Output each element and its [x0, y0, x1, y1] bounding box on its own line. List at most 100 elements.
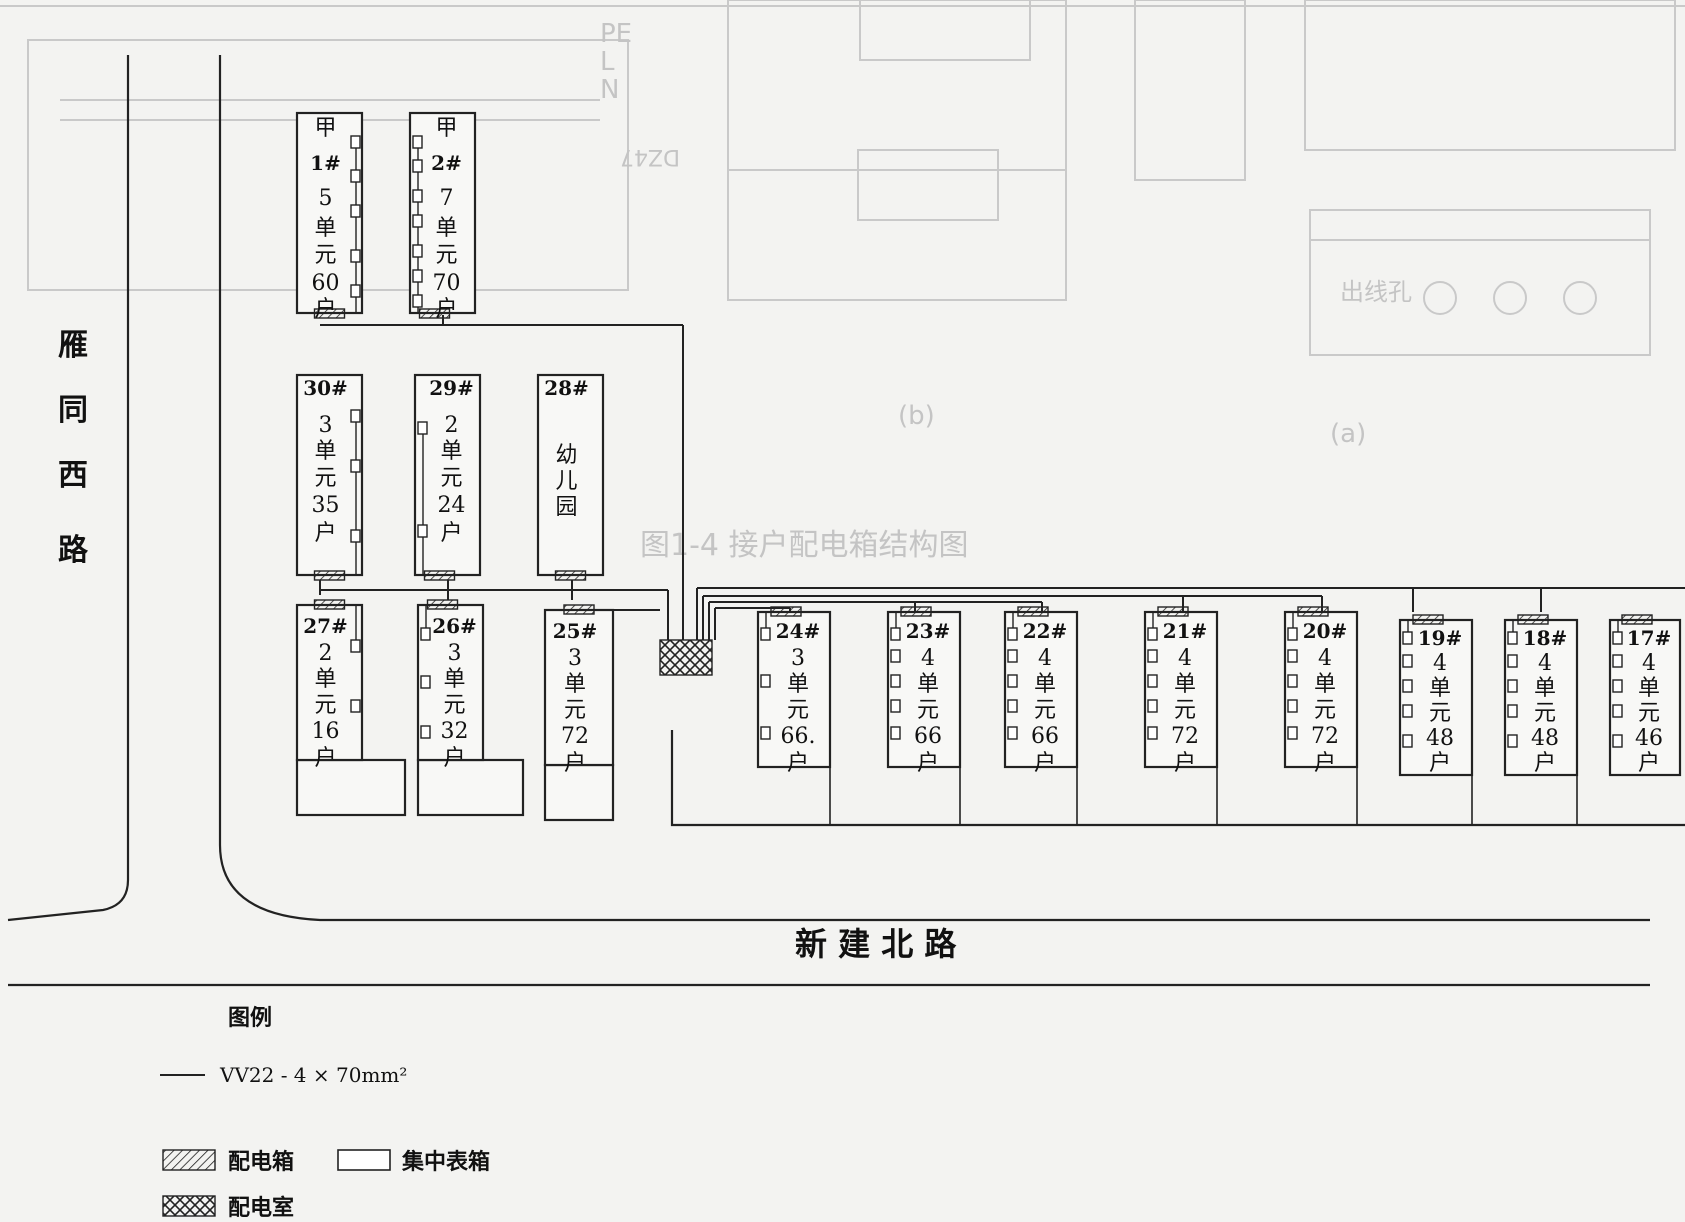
- meter-box: [1007, 649, 1018, 663]
- meter-box: [1612, 704, 1623, 718]
- building-label-line: 单: [1534, 676, 1556, 701]
- building-label-line: 27#: [303, 614, 348, 638]
- building-label-line: 元: [917, 698, 939, 723]
- meter-box: [412, 294, 423, 308]
- meter-box: [1147, 649, 1158, 663]
- building-label-line: 2: [445, 413, 459, 438]
- distribution-box: [313, 570, 346, 581]
- building-outline: [1503, 618, 1579, 777]
- distribution-room: [659, 639, 713, 676]
- distribution-box: [1297, 606, 1329, 617]
- building-label-line: 户: [1034, 751, 1056, 776]
- meter-box: [1147, 627, 1158, 641]
- meter-box: [1007, 699, 1018, 713]
- meter-box: [890, 674, 901, 688]
- meter-box: [1402, 679, 1413, 693]
- building-label-line: 32: [441, 719, 469, 744]
- building-label-line: 儿: [555, 469, 577, 494]
- building-label-line: 5: [319, 186, 333, 211]
- legend-cable-label: VV22 - 4 × 70mm²: [219, 1063, 407, 1087]
- meter-box: [890, 649, 901, 663]
- meter-box: [350, 284, 361, 298]
- meter-box: [1612, 654, 1623, 668]
- building-label-line: 单: [435, 216, 457, 241]
- building-label-line: 70: [433, 271, 461, 296]
- building-label-line: 48: [1426, 726, 1454, 751]
- meter-box: [1612, 734, 1623, 748]
- meter-box: [412, 244, 423, 258]
- ghost-label-a: (a): [1330, 419, 1366, 449]
- building-label-line: 24#: [776, 619, 821, 643]
- building-label-line: 72: [1311, 724, 1339, 749]
- meter-box: [417, 524, 428, 538]
- meter-box: [1507, 654, 1518, 668]
- meter-box: [412, 214, 423, 228]
- distribution-box: [1621, 614, 1653, 625]
- building-label-line: 户: [1174, 751, 1196, 776]
- building-label-line: 66: [1031, 724, 1059, 749]
- meter-box: [417, 421, 428, 435]
- meter-box: [890, 699, 901, 713]
- building-label-line: 3: [448, 641, 462, 666]
- building-label-line: 单: [1638, 676, 1660, 701]
- building-label-line: 甲: [314, 116, 336, 141]
- ghost-label-pe: PE: [600, 19, 632, 49]
- building-label-line: 23#: [906, 619, 951, 643]
- building-label-line: 单: [564, 672, 586, 697]
- building-wing: [295, 758, 407, 817]
- meter-box: [412, 159, 423, 173]
- building-label-line: 60: [312, 271, 340, 296]
- meter-box: [1507, 734, 1518, 748]
- building-label-line: 4: [1538, 651, 1552, 676]
- meter-box: [350, 409, 361, 423]
- building-label-line: 25#: [553, 619, 598, 643]
- meter-box: [1507, 704, 1518, 718]
- ghost-label-n: N: [600, 75, 619, 105]
- building-wing: [543, 763, 615, 822]
- distribution-box: [563, 604, 595, 615]
- building-label-line: 66.: [781, 724, 816, 749]
- building-label-line: 户: [917, 751, 939, 776]
- distribution-box: [1157, 606, 1189, 617]
- meter-box: [1402, 654, 1413, 668]
- building-outline: [543, 608, 615, 767]
- building-label-line: 元: [440, 466, 462, 491]
- building-label-line: 户: [1429, 751, 1451, 776]
- building-label-line: 户: [564, 751, 586, 776]
- building-label-line: 4: [1038, 646, 1052, 671]
- ghost-label-b: (b): [898, 401, 935, 431]
- legend-distribution-box-label: 配电箱: [228, 1149, 294, 1175]
- legend-distribution-room-label: 配电室: [228, 1195, 294, 1221]
- meter-box: [1007, 627, 1018, 641]
- building-label-line: 3: [791, 646, 805, 671]
- building-label-line: 元: [1314, 698, 1336, 723]
- meter-box: [350, 699, 361, 713]
- building-label-line: 48: [1531, 726, 1559, 751]
- building-outline: [413, 373, 482, 577]
- meter-box: [1612, 679, 1623, 693]
- legend-distribution-room-swatch: [162, 1195, 216, 1217]
- road-west-char-3: 西: [58, 458, 88, 493]
- ghost-label-lock: 出线孔: [1340, 278, 1412, 306]
- meter-box: [1147, 699, 1158, 713]
- building-label-line: 单: [314, 216, 336, 241]
- meter-box: [412, 269, 423, 283]
- meter-box: [1287, 726, 1298, 740]
- meter-box: [1402, 704, 1413, 718]
- building-label-line: 17#: [1627, 626, 1672, 650]
- legend: 图例 VV22 - 4 × 70mm² 配电箱 集中表箱 配电室: [160, 1005, 490, 1221]
- distribution-box: [313, 308, 346, 319]
- building-label-line: 单: [314, 439, 336, 464]
- building-label-line: 单: [1034, 672, 1056, 697]
- building-label-line: 元: [787, 698, 809, 723]
- building-label-line: 单: [443, 667, 465, 692]
- building-label-line: 4: [1642, 651, 1656, 676]
- meter-box: [1612, 631, 1623, 645]
